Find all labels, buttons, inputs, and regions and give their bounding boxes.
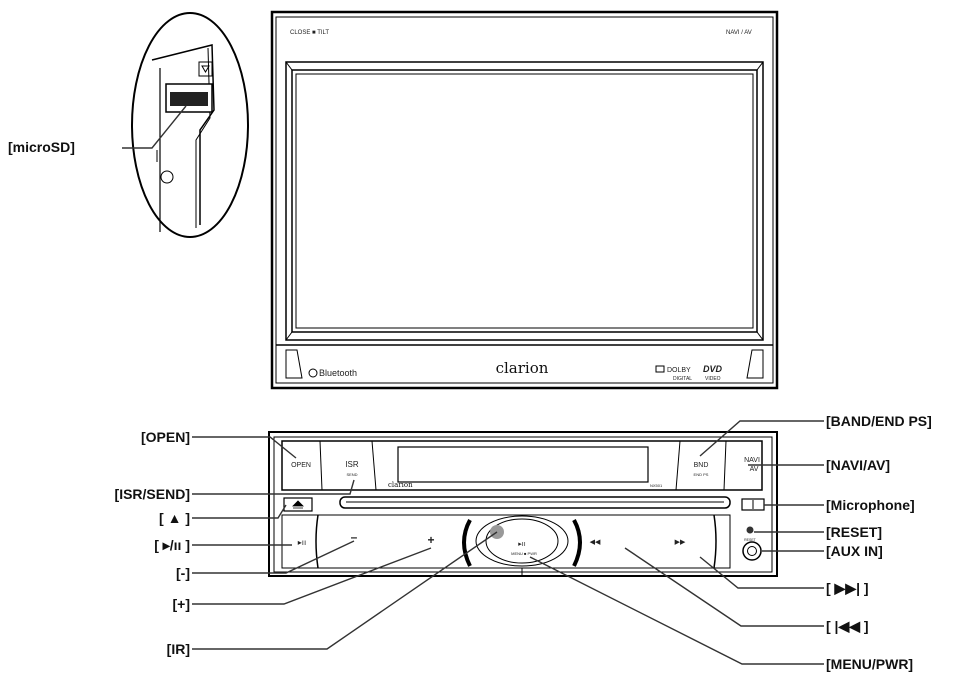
plus-key-icon: + <box>427 533 434 547</box>
isr-key-label: ISR <box>345 460 359 469</box>
model-label: NX501 <box>650 483 663 488</box>
center-knob: ▸ıı MENU ■ PWR <box>462 515 582 567</box>
dolby-sub-label: DIGITAL <box>673 376 692 382</box>
callout-minus: [-] <box>176 565 190 581</box>
dvd-logo: DVD <box>703 364 723 374</box>
bluetooth-label: Bluetooth <box>319 368 357 378</box>
navi-key-label: NAVI <box>744 457 760 464</box>
monitor-brand-logo: clarion <box>496 359 549 377</box>
close-tilt-label: CLOSE ■ TILT <box>290 30 329 36</box>
callout-next-track: [ ▶▶| ] <box>826 580 869 596</box>
dvd-sub-label: VIDEO <box>705 376 721 382</box>
bluetooth-icon <box>308 368 318 378</box>
menu-pwr-small-label: MENU ■ PWR <box>511 551 537 556</box>
callout-play-pause: [ ▸/ıı ] <box>154 537 190 553</box>
bnd-key-label: BND <box>694 462 709 469</box>
leader-lines <box>122 105 824 665</box>
callout-reset: [RESET] <box>826 524 882 540</box>
center-key-icon: ▸ıı <box>518 541 525 548</box>
minus-key-icon: – <box>351 530 358 544</box>
eject-icon <box>292 500 304 509</box>
callout-navi-av: [NAVI/AV] <box>826 457 891 473</box>
callout-microphone: [Microphone] <box>826 497 915 513</box>
callout-aux-in: [AUX IN] <box>826 543 883 559</box>
callout-microsd: [microSD] <box>8 139 75 155</box>
callout-band-end-ps: [BAND/END PS] <box>826 413 932 429</box>
reset-small-label: RESET <box>744 538 757 542</box>
next-key-icon: ▶▶ <box>675 539 686 546</box>
open-key-label: OPEN <box>291 462 311 469</box>
isr-sub-label: SEND <box>346 472 357 477</box>
play-pause-key-icon: ▸ıı <box>298 538 306 547</box>
callout-menu-pwr: [MENU/PWR] <box>826 656 914 672</box>
display-window <box>397 446 649 483</box>
bnd-sub-label: END PS <box>694 472 709 477</box>
microsd-inset <box>131 12 249 238</box>
prev-key-icon: ◀◀ <box>590 539 601 546</box>
front-panel: OPEN ISR SEND clarion NX501 BND END PS N… <box>268 431 778 577</box>
dolby-icon <box>655 365 665 373</box>
reset-button-icon <box>746 526 754 534</box>
av-key-label: AV <box>750 466 759 473</box>
callout-ir: [IR] <box>166 641 190 657</box>
callout-prev-track: [ |◀◀ ] <box>826 618 869 634</box>
dolby-label: DOLBY <box>667 367 691 374</box>
callout-isr-send: [ISR/SEND] <box>114 486 190 502</box>
monitor: CLOSE ■ TILT NAVI / AV Bluetooth clarion… <box>270 10 779 390</box>
callout-eject: [ ▲ ] <box>159 510 190 526</box>
callout-open: [OPEN] <box>141 429 190 445</box>
navi-av-small-label: NAVI / AV <box>726 30 752 36</box>
panel-brand-logo: clarion <box>388 481 413 489</box>
callout-plus: [+] <box>172 596 191 612</box>
